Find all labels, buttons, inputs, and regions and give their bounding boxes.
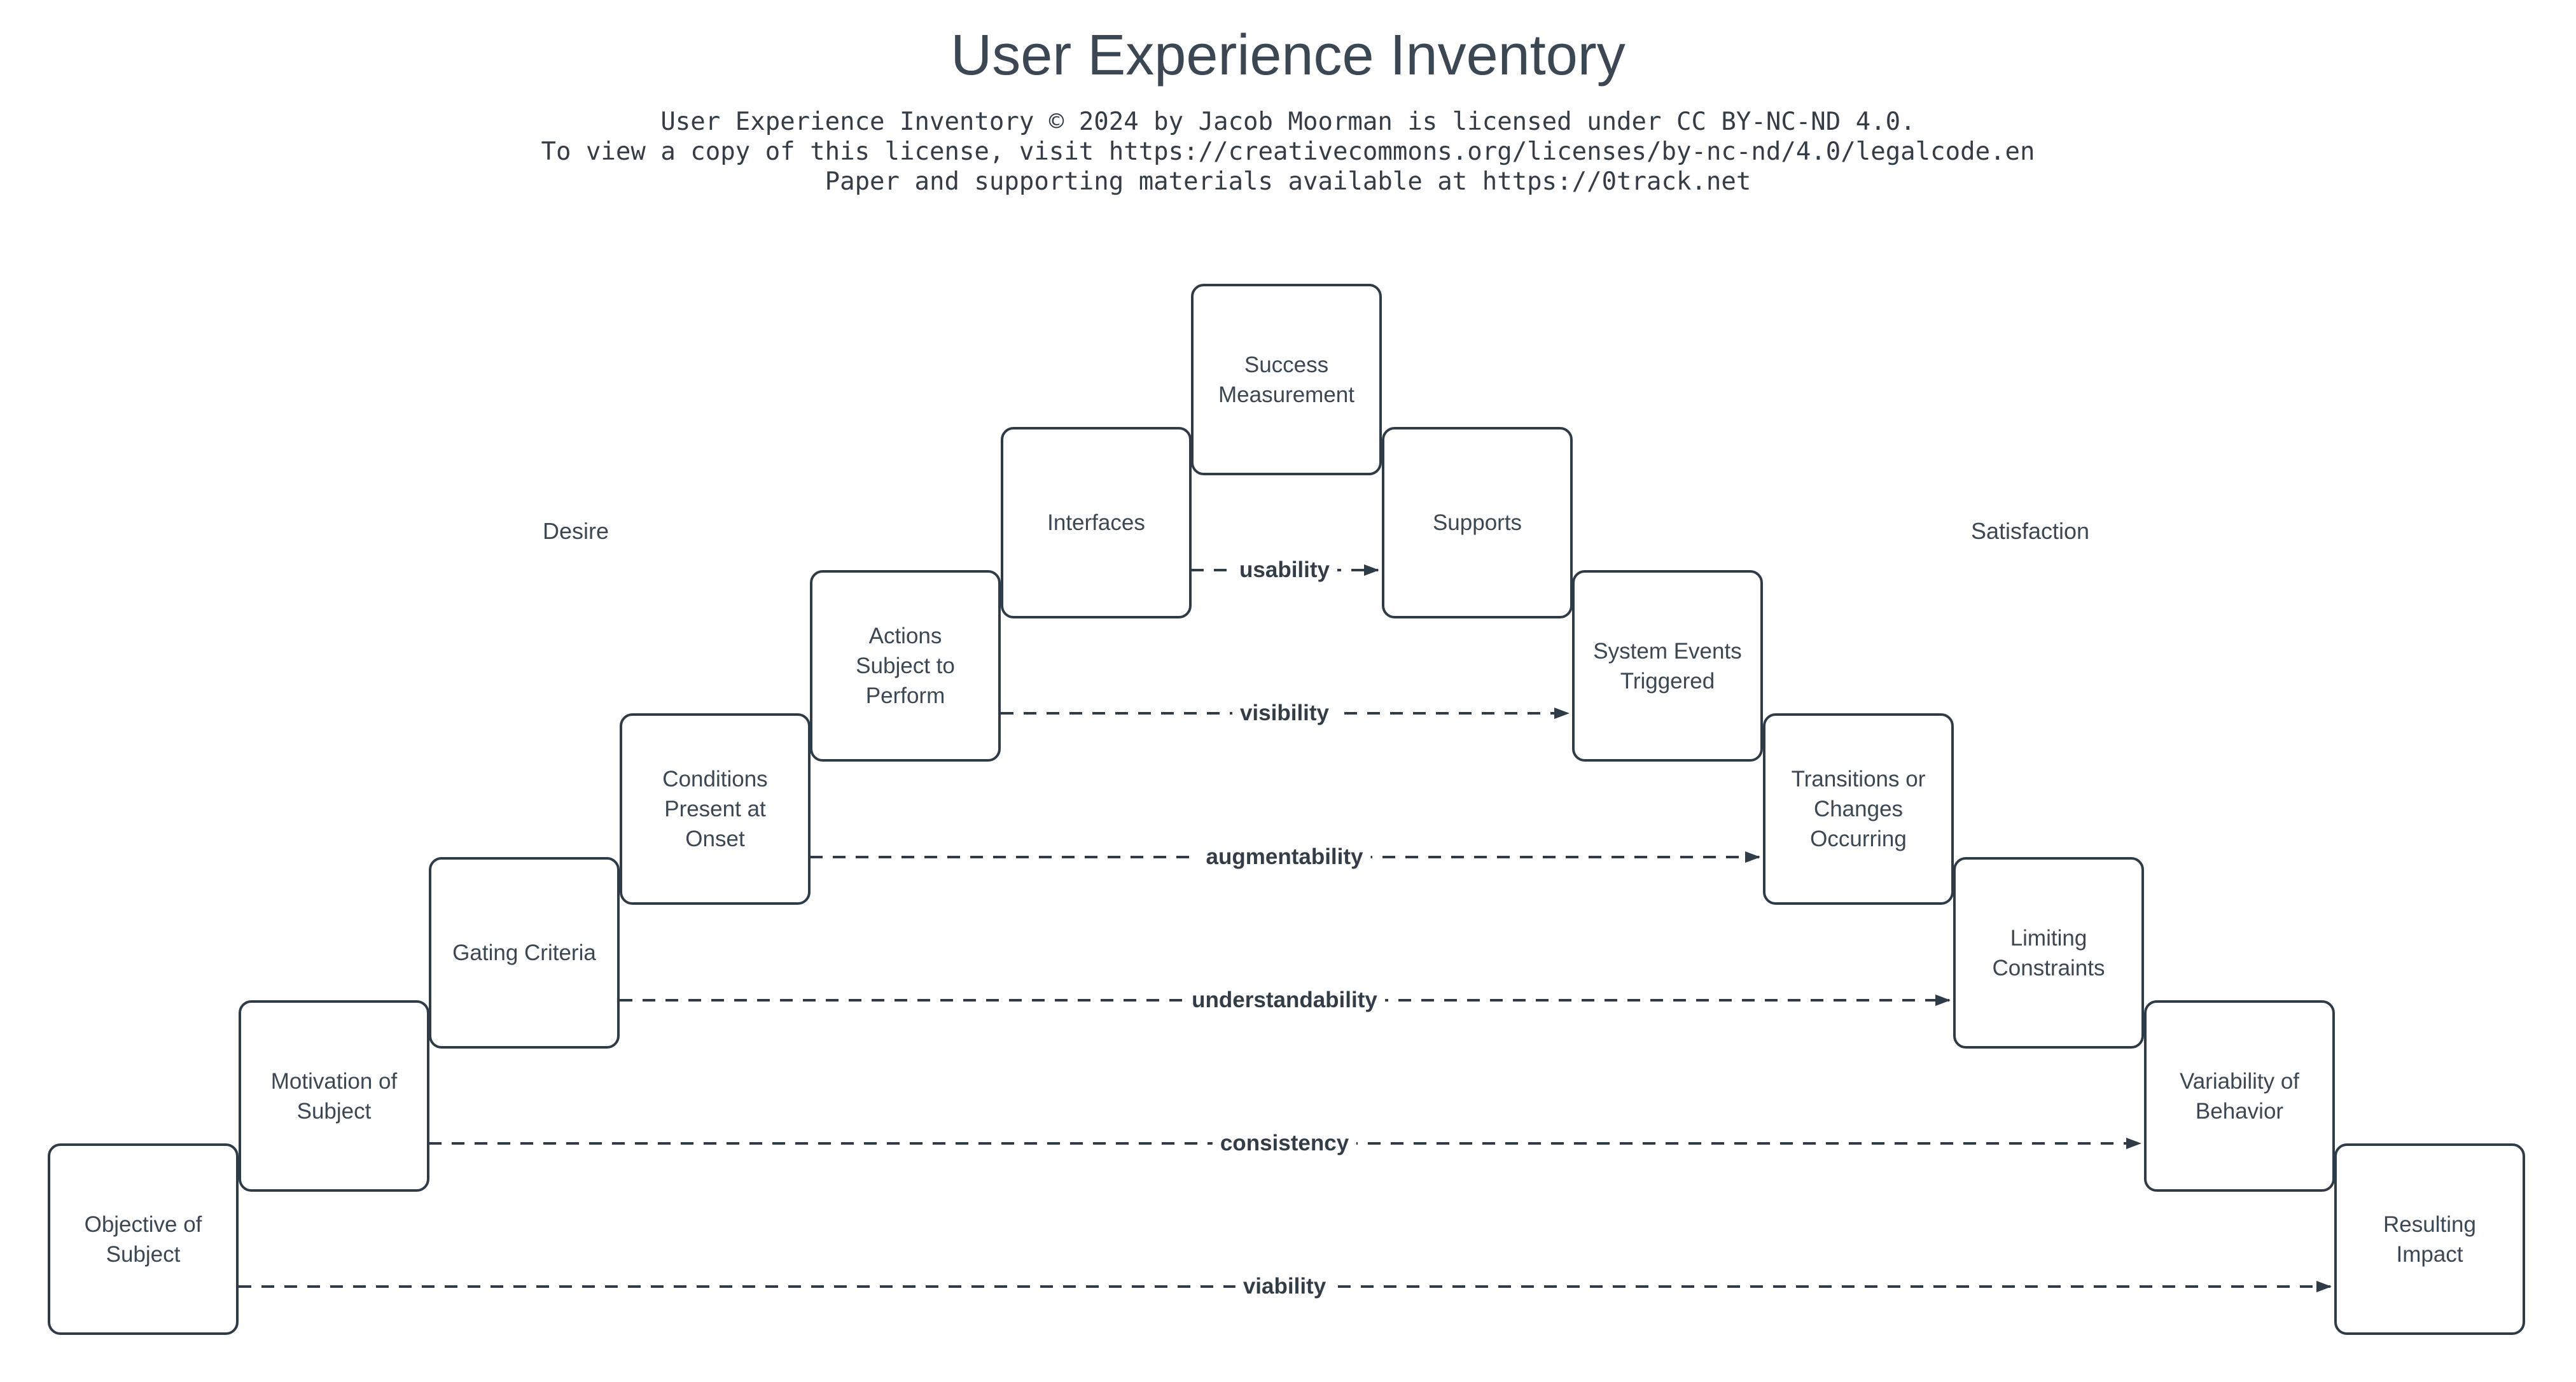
box-label: Motivation of Subject xyxy=(270,1068,398,1124)
arrow-augmentability: augmentability xyxy=(810,844,1759,870)
box-label: System Events Triggered xyxy=(1593,638,1742,694)
satisfaction-label: Satisfaction xyxy=(1970,518,2090,544)
box-label: Limiting Constraints xyxy=(1992,925,2105,981)
arrow-label-understandability: understandability xyxy=(1184,988,1385,1013)
box-supports: Supports xyxy=(1382,427,1573,618)
arrow-label-visibility: visibility xyxy=(1232,701,1337,726)
desire-label: Desire xyxy=(542,518,609,544)
box-variability-of-behavior: Variability of Behavior xyxy=(2144,1000,2335,1192)
box-gating-criteria: Gating Criteria xyxy=(429,857,620,1049)
box-resulting-impact: Resulting Impact xyxy=(2334,1143,2525,1335)
arrow-label-usability: usability xyxy=(1232,557,1337,583)
arrow-label-consistency: consistency xyxy=(1212,1131,1357,1156)
box-label: Resulting Impact xyxy=(2383,1211,2476,1267)
box-objective-of-subject: Objective of Subject xyxy=(48,1143,239,1335)
arrow-label-augmentability: augmentability xyxy=(1198,844,1371,870)
page-title: User Experience Inventory xyxy=(950,24,1626,87)
license-block: User Experience Inventory © 2024 by Jaco… xyxy=(0,107,2576,197)
box-transitions-or-changes-occurring: Transitions or Changes Occurring xyxy=(1763,713,1954,905)
box-success-measurement: Success Measurement xyxy=(1191,284,1382,475)
box-label: Success Measurement xyxy=(1218,352,1354,407)
arrow-understandability: understandability xyxy=(620,988,1949,1013)
box-actions-subject-to-perform: Actions Subject to Perform xyxy=(810,570,1001,762)
license-line-1: User Experience Inventory © 2024 by Jaco… xyxy=(660,108,1916,136)
box-label: Supports xyxy=(1432,510,1522,535)
box-limiting-constraints: Limiting Constraints xyxy=(1953,857,2144,1049)
license-line-3: Paper and supporting materials available… xyxy=(825,167,1751,196)
arrow-label-viability: viability xyxy=(1235,1274,1334,1299)
arrow-usability: usability xyxy=(1191,557,1378,583)
license-line-2: To view a copy of this license, visit ht… xyxy=(541,137,2035,166)
box-conditions-present-at-onset: Conditions Present at Onset xyxy=(620,713,811,905)
box-label: Gating Criteria xyxy=(452,940,596,965)
box-label: Interfaces xyxy=(1047,510,1145,535)
box-system-events-triggered: System Events Triggered xyxy=(1572,570,1763,762)
arrow-viability: viability xyxy=(239,1274,2330,1299)
box-label: Transitions or Changes Occurring xyxy=(1791,767,1926,851)
box-label: Conditions Present at Onset xyxy=(662,767,768,851)
box-label: Objective of Subject xyxy=(84,1211,202,1267)
arrow-visibility: visibility xyxy=(1001,701,1568,726)
box-label: Actions Subject to Perform xyxy=(856,624,955,708)
arrow-consistency: consistency xyxy=(429,1131,2140,1156)
box-label: Variability of Behavior xyxy=(2179,1068,2300,1124)
box-interfaces: Interfaces xyxy=(1001,427,1192,618)
box-motivation-of-subject: Motivation of Subject xyxy=(239,1000,429,1192)
